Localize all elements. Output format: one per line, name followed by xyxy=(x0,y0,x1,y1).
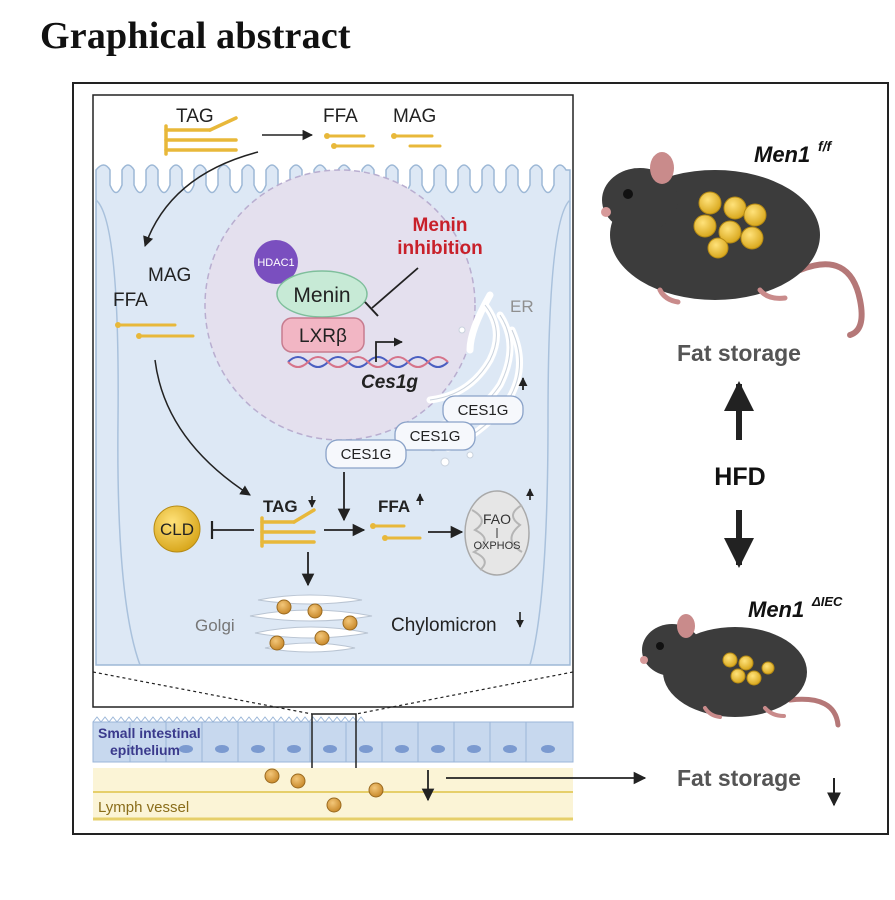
cld-droplet xyxy=(153,505,201,553)
mouse-men1-ff-illustration xyxy=(601,152,865,338)
ffa-left-label: FFA xyxy=(113,290,148,311)
page-title: Graphical abstract xyxy=(40,15,351,57)
intestinal-epithelium xyxy=(92,713,574,771)
lxrb-node xyxy=(281,317,365,353)
ces1g-protein-stack: CES1G CES1G CES1G xyxy=(325,395,524,469)
dna-helix xyxy=(287,356,449,368)
mouse-top-genotype: Men1 xyxy=(754,142,810,167)
fat-storage-top-label: Fat storage xyxy=(677,340,801,366)
chylomicron-label: Chylomicron xyxy=(391,615,497,636)
er-label: ER xyxy=(510,297,534,316)
mag-left-label: MAG xyxy=(148,265,191,286)
oxphos-label: OXPHOS xyxy=(473,540,520,552)
cld-label: CLD xyxy=(160,520,194,539)
mouse-bottom-genotype: Men1 xyxy=(748,597,804,622)
epithelium-label-line1: Small intestinal xyxy=(98,725,201,741)
ces1g-protein-label: CES1G xyxy=(341,446,392,463)
hdac1-node xyxy=(254,240,298,284)
menin-label: Menin xyxy=(293,284,350,307)
hfd-label: HFD xyxy=(714,463,765,491)
ces1g-protein-label: CES1G xyxy=(458,402,509,419)
menin-inhibition-label-line2: inhibition xyxy=(397,238,482,259)
ffa-mid-label: FFA xyxy=(378,497,410,516)
ces1g-protein-label: CES1G xyxy=(410,428,461,445)
golgi-label: Golgi xyxy=(195,616,235,635)
ces1g-gene-label: Ces1g xyxy=(361,372,418,393)
inhibition-line xyxy=(371,267,419,309)
tag-mid-label: TAG xyxy=(263,497,298,516)
fao-label: FAO xyxy=(483,511,511,527)
tag-top-label: TAG xyxy=(176,106,214,127)
mouse-top-genotype-sup: f/f xyxy=(818,138,833,154)
lymph-vessel-label: Lymph vessel xyxy=(98,799,189,816)
mag-top-label: MAG xyxy=(393,106,436,127)
epithelium-label-line2: epithelium xyxy=(110,742,180,758)
mouse-bottom-genotype-sup: ΔIEC xyxy=(811,594,843,609)
menin-node xyxy=(276,270,368,318)
tag-mid-icon xyxy=(260,508,316,548)
tag-top-icon xyxy=(164,116,238,156)
chylomicron-particles xyxy=(269,599,358,651)
hdac1-label: HDAC1 xyxy=(257,257,294,269)
menin-inhibition-label-line1: Menin xyxy=(413,215,468,236)
lymph-chylomicrons xyxy=(264,768,384,813)
lxrb-label: LXRβ xyxy=(299,326,347,347)
ffa-top-label: FFA xyxy=(323,106,358,127)
fat-storage-bottom-label: Fat storage xyxy=(677,765,801,791)
mouse-men1-diec-illustration xyxy=(640,614,841,728)
